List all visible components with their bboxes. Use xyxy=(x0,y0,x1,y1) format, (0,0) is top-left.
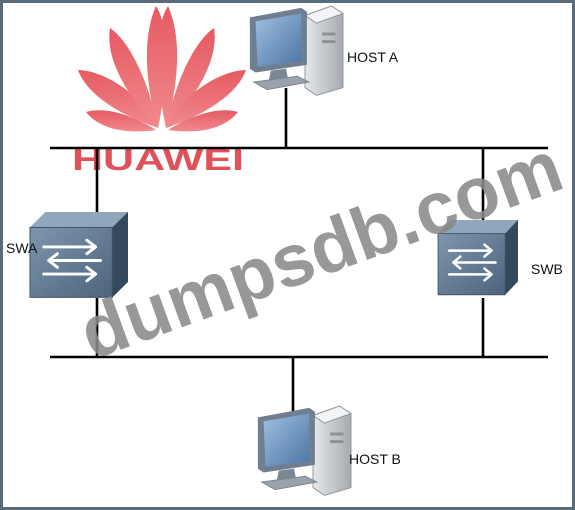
network-links xyxy=(50,88,548,420)
huawei-logo-icon xyxy=(78,6,246,132)
computer-icon xyxy=(249,5,344,96)
swa-label: SWA xyxy=(6,240,38,256)
host-b-node: HOST B xyxy=(257,405,401,496)
host-b-label: HOST B xyxy=(349,451,401,467)
swa-node: SWA xyxy=(6,210,130,299)
host-a-label: HOST A xyxy=(347,49,399,65)
swb-node: SWB xyxy=(436,218,563,297)
swb-label: SWB xyxy=(531,261,563,277)
computer-icon xyxy=(257,405,352,496)
host-a-node: HOST A xyxy=(249,5,399,96)
